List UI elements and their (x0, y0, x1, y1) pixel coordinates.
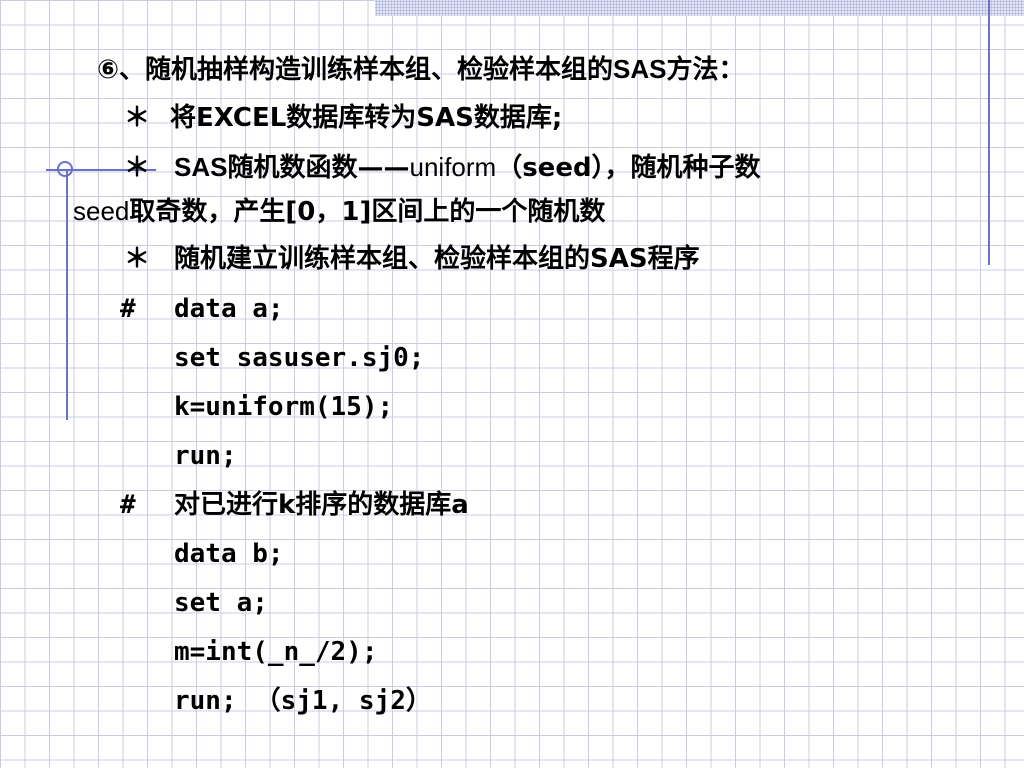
code-hash-1: # (120, 294, 136, 324)
bullet-sas-program: ＊随机建立训练样本组、检验样本组的SAS程序 (124, 244, 700, 274)
bullet-mark: ＊ (124, 153, 151, 183)
slide-title: ⑥、随机抽样构造训练样本组、检验样本组的SAS方法： (97, 54, 745, 85)
code-line-run-1: run; (174, 441, 237, 471)
code-line-int: m=int(_n_/2); (174, 637, 378, 667)
code-hash-2: # (120, 490, 136, 520)
code-line-data-b: data b; (174, 539, 284, 569)
top-decorative-band (375, 0, 1024, 16)
decorative-vertical-line-right (988, 0, 990, 265)
bullet-mark: ＊ (124, 244, 151, 274)
bullet-convert-excel: ＊将EXCEL数据库转为SAS数据库; (124, 103, 563, 133)
code-comment-sort: 对已进行k排序的数据库a (174, 490, 469, 520)
bullet-uniform-function: ＊SAS随机数函数——uniform（seed），随机种子数 (124, 152, 761, 183)
circled-six-marker: ⑥ (97, 55, 120, 85)
code-note-sj: （sj1, sj2） (254, 686, 432, 716)
code-line-data-a: data a; (174, 294, 284, 324)
decorative-vertical-line-left (66, 170, 68, 420)
code-line-uniform: k=uniform(15); (174, 392, 394, 422)
code-line-run-2: run;（sj1, sj2） (174, 686, 432, 716)
code-line-set-sasuser: set sasuser.sj0; (174, 343, 425, 373)
decorative-horizontal-line (46, 169, 156, 171)
decorative-circle (57, 161, 73, 177)
code-line-set-a: set a; (174, 588, 268, 618)
title-sas: SAS (613, 54, 667, 84)
bullet-mark: ＊ (124, 103, 151, 133)
bullet-uniform-continuation: seed取奇数，产生[0，1]区间上的一个随机数 (73, 196, 606, 227)
